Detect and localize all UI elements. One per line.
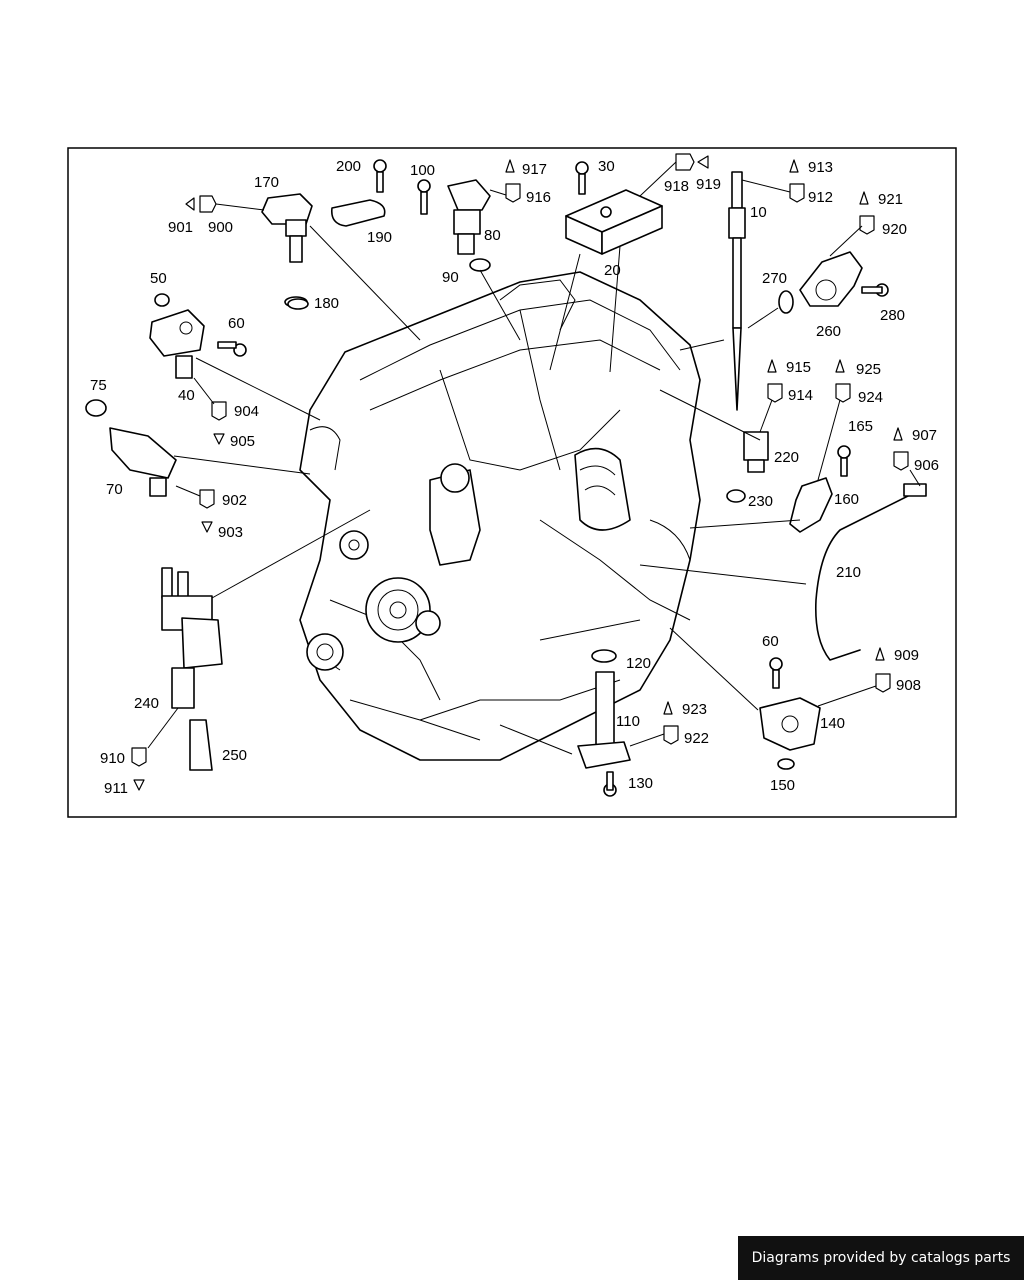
part-90-seal — [469, 258, 491, 272]
callout-label: 917 — [522, 161, 547, 178]
callout-label: 910 — [100, 750, 125, 767]
callout-label: 914 — [788, 387, 813, 404]
leader-lines — [147, 161, 921, 755]
callout-label: 908 — [896, 677, 921, 694]
callout-label: 165 — [848, 418, 873, 435]
part-220-pressure-switch — [743, 431, 769, 473]
callout-label: 230 — [748, 493, 773, 510]
callout-label: 911 — [104, 780, 128, 797]
callout-label: 902 — [222, 492, 247, 509]
diagram-frame — [67, 147, 957, 818]
part-210-sensor-head — [903, 483, 927, 497]
part-270-seal — [778, 290, 794, 314]
part-50-seal — [154, 293, 170, 307]
callout-label: 130 — [628, 775, 653, 792]
callout-label: 925 — [856, 361, 881, 378]
part-230-seal — [726, 489, 746, 503]
callout-label: 920 — [882, 221, 907, 238]
part-210-sensor-cable — [814, 489, 921, 661]
callout-label: 160 — [834, 491, 859, 508]
part-260-sensor — [799, 251, 863, 307]
part-130-bolt — [603, 771, 617, 797]
callout-label: 80 — [484, 227, 501, 244]
part-250-sleeve — [189, 719, 213, 771]
callout-label: 170 — [254, 174, 279, 191]
callout-label: 270 — [762, 270, 787, 287]
part-160-sensor — [789, 477, 833, 533]
part-80-sensor — [447, 179, 491, 255]
callout-label: 905 — [230, 433, 255, 450]
callout-label: 250 — [222, 747, 247, 764]
callout-label: 900 — [208, 219, 233, 236]
part-165-bolt — [837, 445, 851, 477]
callout-label: 240 — [134, 695, 159, 712]
part-140-sensor — [759, 697, 821, 751]
callout-label: 901 — [168, 219, 193, 236]
callout-label: 924 — [858, 389, 883, 406]
callout-label: 903 — [218, 524, 243, 541]
part-40-sensor — [149, 309, 205, 379]
part-30-bolt — [575, 161, 589, 195]
callout-label: 916 — [526, 189, 551, 206]
callout-label: 190 — [367, 229, 392, 246]
callout-label: 120 — [626, 655, 651, 672]
connector-symbols — [131, 153, 909, 791]
callout-label: 60 — [762, 633, 779, 650]
callout-label: 919 — [696, 176, 721, 193]
callout-label: 40 — [178, 387, 195, 404]
part-75-seal — [85, 399, 107, 417]
callout-label: 50 — [150, 270, 167, 287]
callout-label: 923 — [682, 701, 707, 718]
callout-label: 913 — [808, 159, 833, 176]
part-280-bolt — [861, 283, 889, 297]
callout-label: 210 — [836, 564, 861, 581]
callout-label: 10 — [750, 204, 767, 221]
part-60-bolt-lower — [769, 657, 783, 689]
watermark-banner: Diagrams provided by catalogs parts — [738, 1236, 1024, 1280]
callout-label: 906 — [914, 457, 939, 474]
callout-label: 907 — [912, 427, 937, 444]
part-120-seal — [591, 649, 617, 663]
part-110-sensor — [577, 671, 631, 769]
callout-label: 915 — [786, 359, 811, 376]
callout-label: 909 — [894, 647, 919, 664]
part-10-glow-plug — [728, 171, 746, 411]
callout-label: 180 — [314, 295, 339, 312]
callout-label: 20 — [604, 262, 621, 279]
part-100-bolt — [417, 179, 431, 215]
callout-label: 110 — [616, 713, 640, 730]
part-70-sensor — [109, 427, 177, 497]
callout-label: 260 — [816, 323, 841, 340]
callout-label: 140 — [820, 715, 845, 732]
callout-label: 922 — [684, 730, 709, 747]
callout-label: 912 — [808, 189, 833, 206]
callout-labels: 170 901 900 200 190 100 80 90 917 916 30… — [90, 158, 939, 797]
callout-label: 918 — [664, 178, 689, 195]
callout-label: 200 — [336, 158, 361, 175]
part-240-valve — [161, 567, 223, 709]
callout-label: 904 — [234, 403, 259, 420]
part-20-control-unit — [565, 189, 663, 255]
part-170-sensor — [261, 193, 313, 308]
callout-label: 90 — [442, 269, 459, 286]
callout-label: 280 — [880, 307, 905, 324]
part-60-bolt — [217, 341, 247, 357]
part-150-seal — [777, 758, 795, 770]
callout-label: 60 — [228, 315, 245, 332]
part-190-bracket — [330, 199, 386, 227]
callout-label: 100 — [410, 162, 435, 179]
part-200-bolt — [373, 159, 387, 193]
callout-label: 70 — [106, 481, 123, 498]
callout-label: 921 — [878, 191, 903, 208]
callout-label: 150 — [770, 777, 795, 794]
engine-assembly — [299, 271, 701, 761]
callout-label: 75 — [90, 377, 107, 394]
callout-label: 220 — [774, 449, 799, 466]
callout-label: 30 — [598, 158, 615, 175]
part-180-seal — [287, 298, 309, 310]
